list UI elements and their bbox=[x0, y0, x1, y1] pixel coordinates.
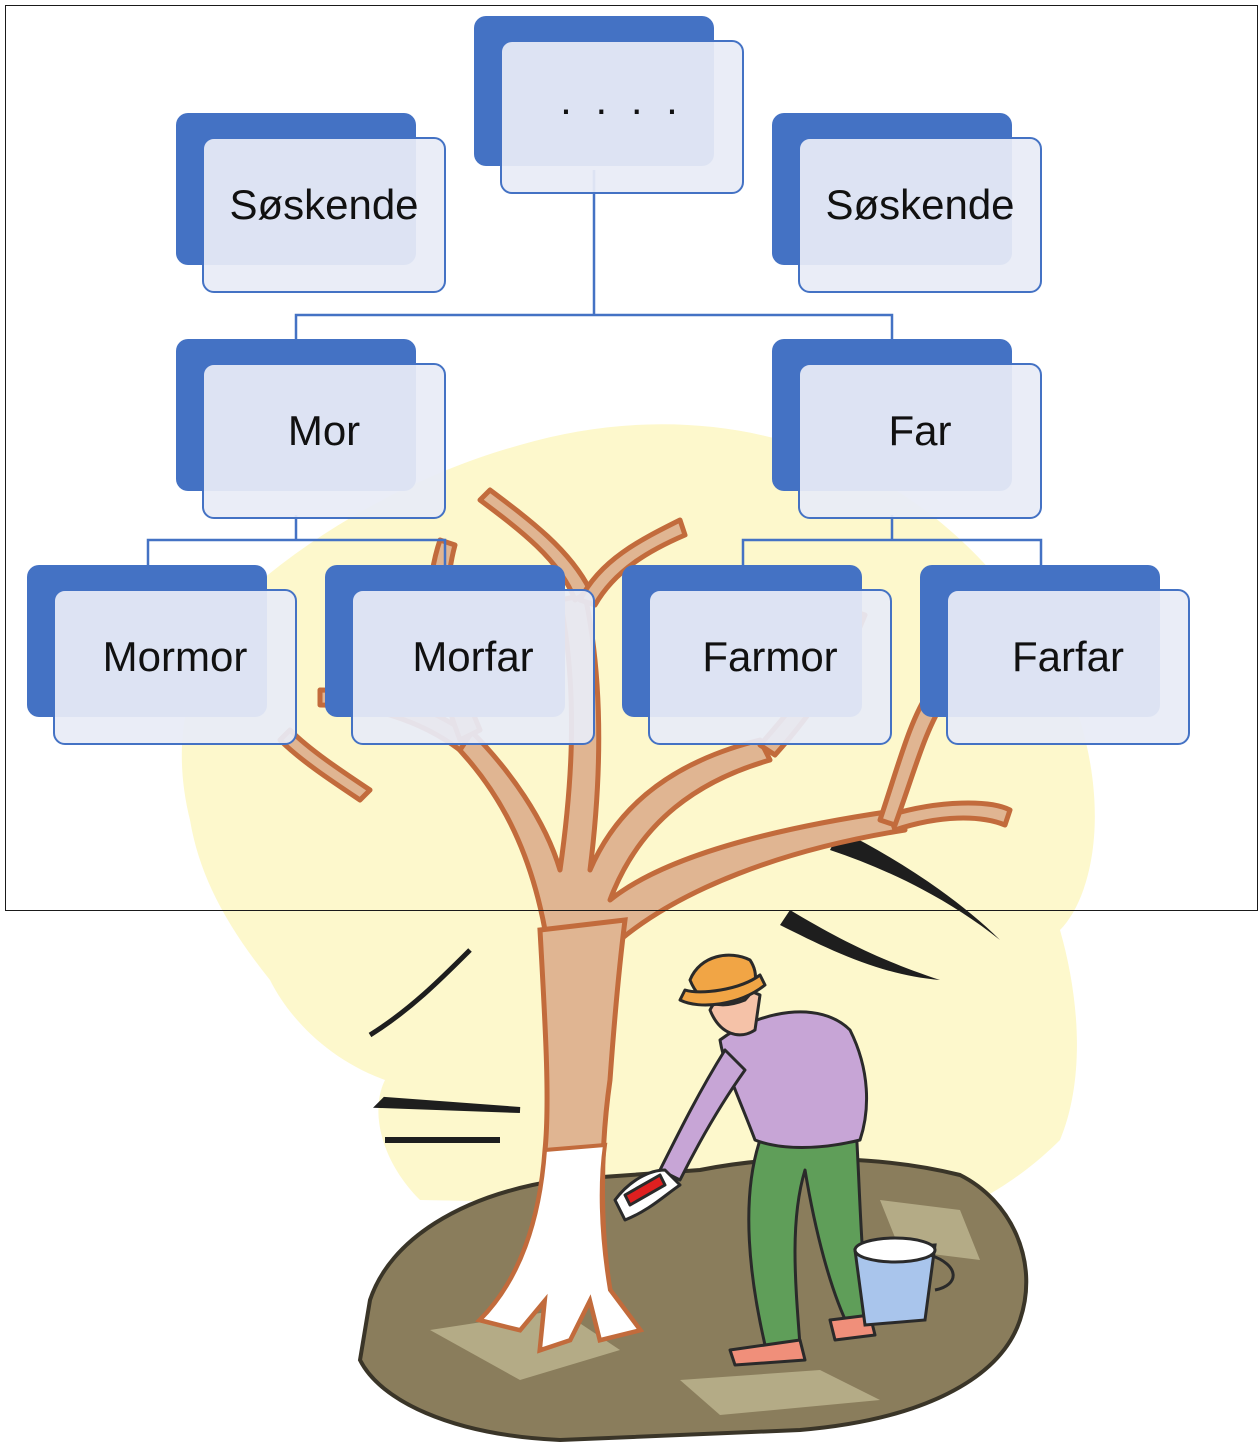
mother-box: Mor bbox=[202, 363, 446, 519]
swoosh-stroke bbox=[368, 948, 472, 1038]
root-node: . . . . bbox=[474, 16, 744, 194]
painted-trunk bbox=[476, 1142, 644, 1353]
maternal-grandfather-node: Morfar bbox=[325, 565, 595, 745]
paternal-grandmother-label: Farmor bbox=[702, 633, 838, 680]
root-node-box: . . . . bbox=[500, 40, 744, 194]
swoosh-stroke bbox=[830, 830, 1000, 940]
paternal-grandfather-box: Farfar bbox=[946, 589, 1190, 745]
maternal-grandfather-box: Morfar bbox=[351, 589, 595, 745]
swoosh-stroke bbox=[780, 910, 940, 980]
connector-father-to-grandparents bbox=[741, 515, 1043, 566]
father-box: Far bbox=[798, 363, 1042, 519]
gardener-icon bbox=[613, 953, 877, 1367]
sibling-left-node: Søskende bbox=[176, 113, 446, 293]
sibling-right-label: Søskende bbox=[825, 181, 1015, 228]
mother-label: Mor bbox=[287, 407, 361, 454]
father-node: Far bbox=[772, 339, 1042, 519]
maternal-grandmother-node: Mormor bbox=[27, 565, 297, 745]
sibling-left-label: Søskende bbox=[229, 181, 419, 228]
mother-node: Mor bbox=[176, 339, 446, 519]
paint-bucket-icon bbox=[853, 1236, 955, 1327]
connector-mother-to-grandparents bbox=[146, 515, 447, 566]
sibling-right-box: Søskende bbox=[798, 137, 1042, 293]
maternal-grandmother-box: Mormor bbox=[53, 589, 297, 745]
connector-root-to-parents bbox=[294, 170, 894, 340]
maternal-grandmother-label: Mormor bbox=[102, 633, 248, 680]
sibling-right-node: Søskende bbox=[772, 113, 1042, 293]
father-label: Far bbox=[888, 407, 952, 454]
maternal-grandfather-label: Morfar bbox=[412, 633, 534, 680]
swoosh-stroke bbox=[373, 1096, 521, 1113]
ground-patch bbox=[680, 1370, 880, 1415]
paternal-grandfather-label: Farfar bbox=[1011, 633, 1124, 680]
paternal-grandfather-node: Farfar bbox=[920, 565, 1190, 745]
root-node-label: . . . . bbox=[560, 76, 684, 123]
paternal-grandmother-box: Farmor bbox=[648, 589, 892, 745]
sibling-left-box: Søskende bbox=[202, 137, 446, 293]
paternal-grandmother-node: Farmor bbox=[622, 565, 892, 745]
